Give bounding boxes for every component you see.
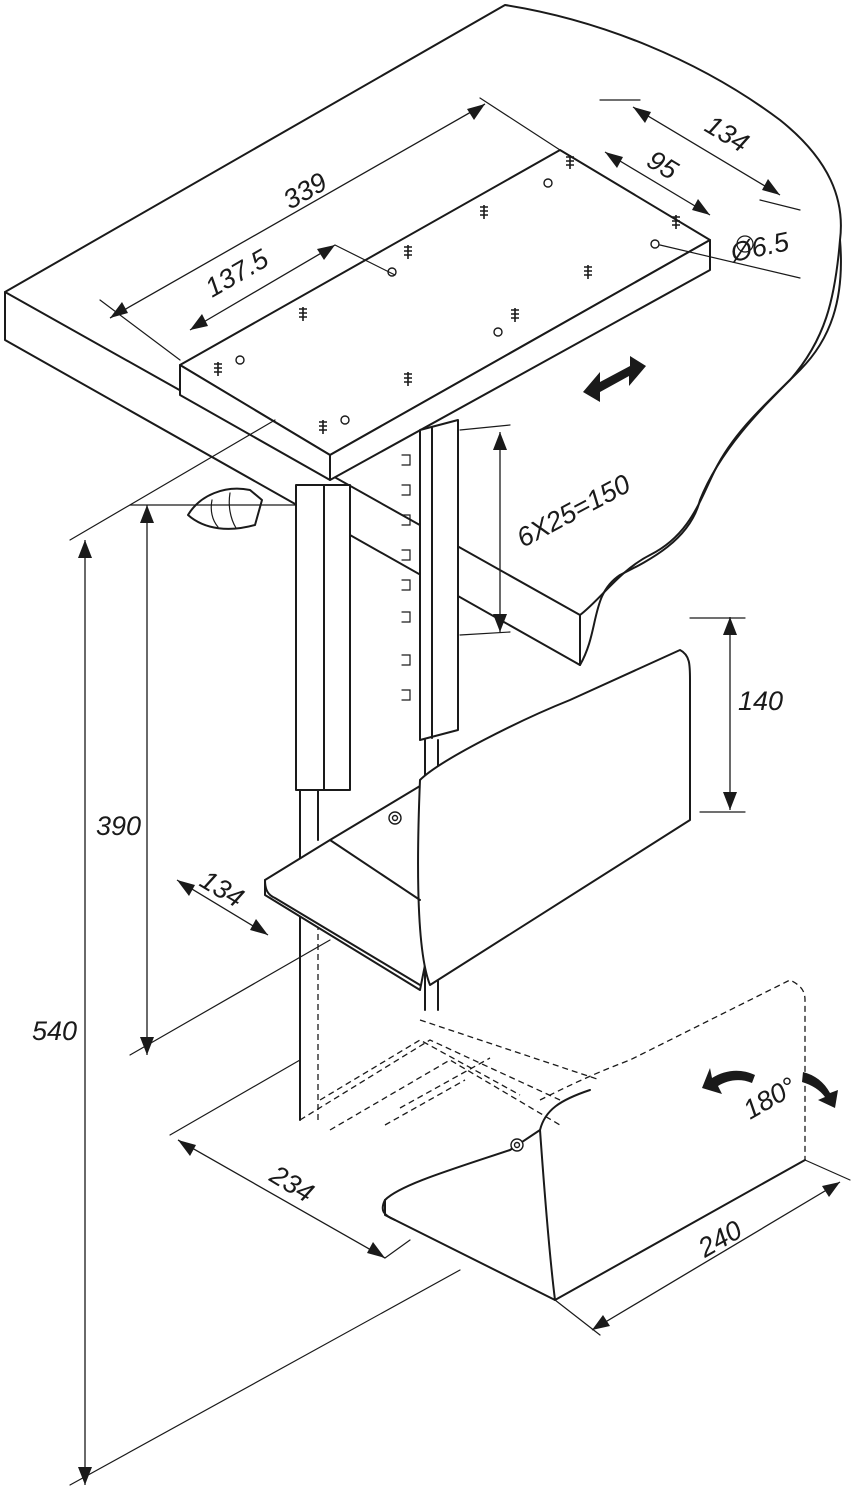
dimension-lines: [69, 97, 851, 1486]
label-side-height: 140: [738, 686, 783, 716]
double-arrow-icon: [583, 356, 646, 402]
label-min-height: 390: [96, 811, 141, 841]
label-max-width: 234: [264, 1159, 319, 1208]
label-min-width: 134: [195, 864, 249, 913]
pc-holder-upper: [264, 649, 691, 991]
label-depth: 240: [692, 1215, 747, 1264]
pc-holder-lower: [299, 979, 806, 1301]
label-max-height: 540: [32, 1016, 77, 1046]
adjustment-knob-icon: [187, 487, 263, 530]
vertical-rails: [295, 419, 459, 1121]
mounting-plate: [179, 149, 711, 481]
rotate-arrows-icon: [702, 1068, 838, 1108]
